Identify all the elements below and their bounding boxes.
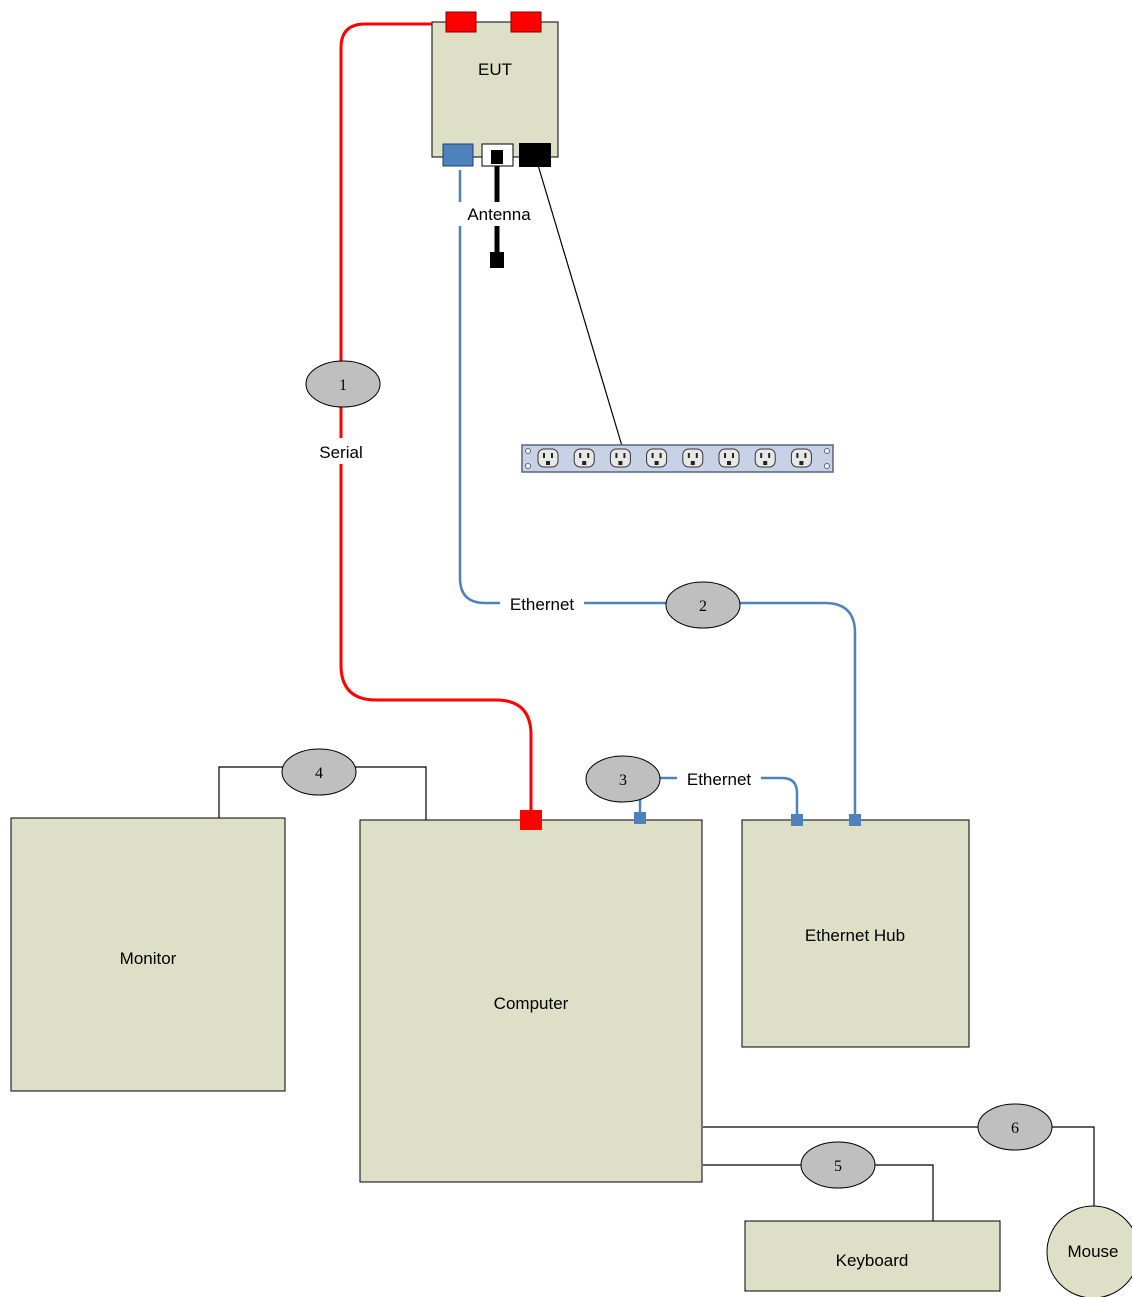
cable-number-4: 4 xyxy=(315,765,323,782)
mouse-circle xyxy=(1046,1205,1132,1297)
power-outlet xyxy=(754,448,776,468)
cable-number-2: 2 xyxy=(699,598,707,615)
power-outlet xyxy=(573,448,595,468)
antenna-tip xyxy=(490,252,504,268)
serial-cable xyxy=(339,22,533,810)
monitor-label: Monitor xyxy=(120,949,177,968)
ethernet-label-eut-hub: Ethernet xyxy=(510,595,575,614)
eut-serial-port xyxy=(445,11,477,33)
eut-serial-port-2 xyxy=(510,11,542,33)
power-outlet xyxy=(646,448,668,468)
monitor-box xyxy=(10,817,286,1092)
computer-serial-port xyxy=(520,810,542,830)
cable-number-1: 1 xyxy=(339,377,347,394)
cable-marker-3 xyxy=(585,755,661,803)
mouse-cable xyxy=(703,1126,1095,1206)
serial-label: Serial xyxy=(319,443,362,462)
cable-number-6: 6 xyxy=(1011,1120,1019,1137)
keyboard-box xyxy=(744,1220,1001,1292)
eut-ethernet-port xyxy=(442,143,474,167)
cable-marker-6 xyxy=(977,1103,1053,1151)
power-outlet xyxy=(682,448,704,468)
hub-port-2 xyxy=(849,814,861,826)
power-outlet xyxy=(718,448,740,468)
computer-box xyxy=(359,819,703,1183)
power-outlet xyxy=(609,448,631,468)
cable-marker-2 xyxy=(665,581,741,629)
cable-number-3: 3 xyxy=(619,772,627,789)
keyboard-label: Keyboard xyxy=(836,1251,909,1270)
ethernet-hub-label: Ethernet Hub xyxy=(805,926,905,945)
mouse-label: Mouse xyxy=(1067,1242,1118,1261)
keyboard-cable xyxy=(703,1164,934,1221)
cable-marker-4 xyxy=(281,748,357,796)
power-outlet xyxy=(537,448,559,468)
ethernet-cable-eut-hub xyxy=(458,170,857,815)
power-cable xyxy=(537,164,623,447)
eut-box xyxy=(431,21,559,158)
power-outlet xyxy=(790,448,812,468)
cable-marker-5 xyxy=(800,1141,876,1189)
eut-label: EUT xyxy=(478,60,512,79)
power-strip xyxy=(521,444,834,473)
computer-ethernet-port xyxy=(634,812,646,824)
cable-marker-1 xyxy=(305,360,381,408)
cable-number-5: 5 xyxy=(834,1158,842,1175)
eut-antenna-plug xyxy=(491,150,503,164)
hub-port-1 xyxy=(791,814,803,826)
computer-label: Computer xyxy=(494,994,569,1013)
ethernet-hub-box xyxy=(741,819,970,1048)
antenna-label: Antenna xyxy=(467,205,531,224)
ethernet-label-computer-hub: Ethernet xyxy=(687,770,752,789)
eut-power-port xyxy=(519,143,551,167)
